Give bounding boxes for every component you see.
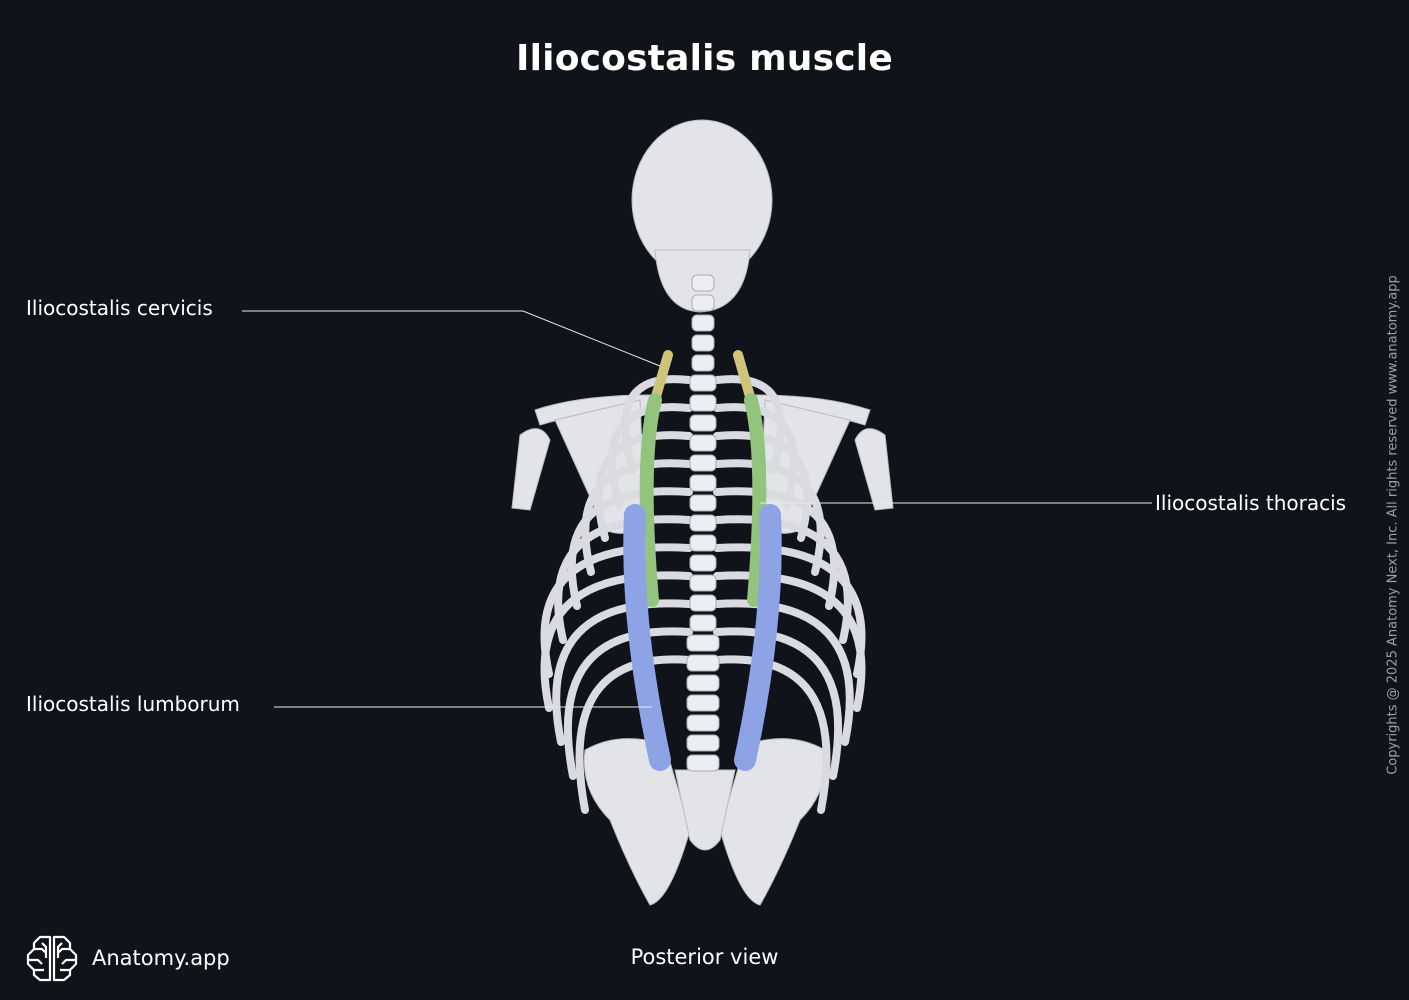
rib <box>621 375 693 474</box>
vertebra <box>691 334 715 352</box>
right-ilium <box>719 738 827 906</box>
label-iliocostalis-cervicis: Iliocostalis cervicis <box>26 296 213 320</box>
copyright-notice: Copyrights @ 2025 Anatomy Next, Inc. All… <box>1385 275 1401 775</box>
rib <box>713 627 843 780</box>
rib <box>713 375 785 474</box>
vertebra <box>689 554 717 572</box>
vertebra <box>686 694 720 712</box>
vertebra <box>686 734 720 752</box>
rib <box>581 459 693 576</box>
vertebra <box>689 454 717 472</box>
rib <box>713 431 812 542</box>
rib <box>575 655 693 814</box>
left-humerus <box>511 428 551 511</box>
vertebra <box>689 494 717 512</box>
rib <box>594 431 693 542</box>
vertebra <box>689 614 717 632</box>
vertebra <box>689 414 717 432</box>
vertebra <box>691 354 715 372</box>
vertebra <box>691 294 715 312</box>
rib <box>713 459 825 576</box>
page-title: Iliocostalis muscle <box>516 38 893 79</box>
vertebra <box>686 714 720 732</box>
vertebra <box>686 654 720 672</box>
label-iliocostalis-lumborum: Iliocostalis lumborum <box>26 692 240 716</box>
vertebra <box>691 274 715 292</box>
rib <box>713 487 839 610</box>
vertebra <box>686 634 720 652</box>
vertebra <box>689 594 717 612</box>
vertebra <box>689 394 717 412</box>
vertebra <box>689 434 717 452</box>
label-iliocostalis-thoracis: Iliocostalis thoracis <box>1155 491 1347 515</box>
iliocostalis-lumborum-right <box>734 504 782 771</box>
left-ilium <box>583 738 691 906</box>
leader-line-cervicis <box>242 310 661 367</box>
brand-logo: Anatomy.app <box>26 934 230 982</box>
iliocostalis-thoracis-right <box>744 393 767 607</box>
vertebra <box>689 374 717 392</box>
iliocostalis-lumborum-left <box>623 504 671 771</box>
vertebra <box>689 474 717 492</box>
iliocostalis-cervicis-right <box>733 350 756 405</box>
vertebra <box>686 674 720 692</box>
view-caption: Posterior view <box>630 945 779 969</box>
iliocostalis-thoracis-left <box>639 393 662 607</box>
vertebra <box>686 754 720 772</box>
vertebra <box>689 514 717 532</box>
rib <box>563 627 693 780</box>
sacrum <box>674 769 736 851</box>
rib <box>713 655 831 814</box>
iliocostalis-cervicis-left <box>650 350 673 405</box>
brand-name: Anatomy.app <box>92 946 230 970</box>
vertebra <box>691 314 715 332</box>
rib <box>713 403 798 508</box>
vertebra <box>689 574 717 592</box>
vertebra <box>689 534 717 552</box>
brain-icon <box>26 935 78 982</box>
right-humerus <box>854 428 894 511</box>
rib <box>608 403 693 508</box>
rib <box>567 487 693 610</box>
